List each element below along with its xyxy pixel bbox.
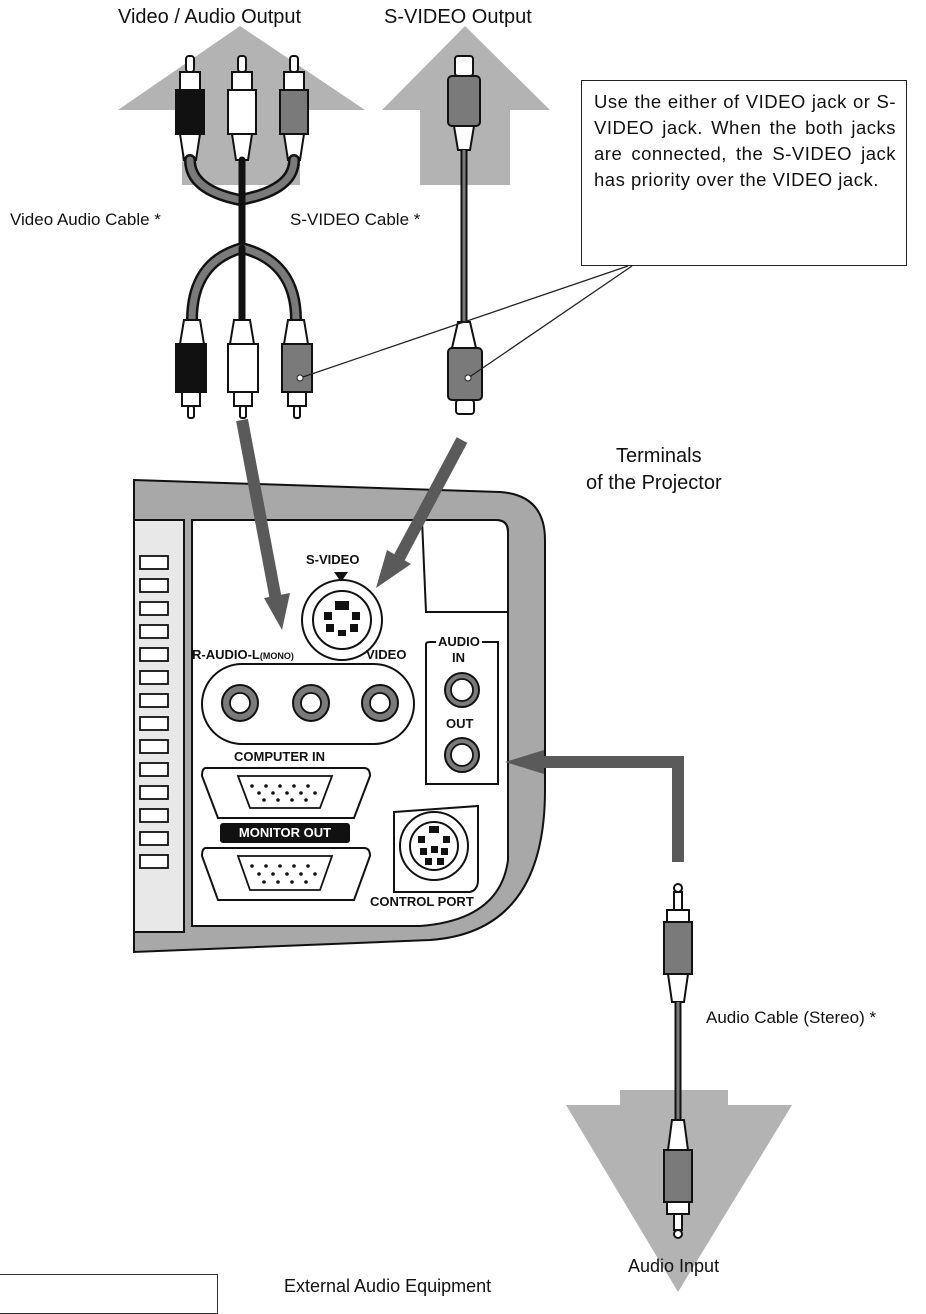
computer-in-label: COMPUTER IN xyxy=(234,749,325,764)
video-jack-label: VIDEO xyxy=(366,647,407,662)
audio-cable-label: Audio Cable (Stereo) * xyxy=(706,1008,877,1027)
mono-text: (MONO) xyxy=(259,651,294,661)
svideo-cable xyxy=(447,55,483,415)
svideo-jack xyxy=(301,572,383,661)
svideo-jack-label: S-VIDEO xyxy=(306,552,360,567)
rca-plug-bottom-center xyxy=(227,319,259,419)
external-audio-equipment-label: External Audio Equipment xyxy=(284,1276,492,1296)
video-audio-output-label: Video / Audio Output xyxy=(118,6,302,28)
vent-slots xyxy=(139,555,169,869)
svideo-output-label: S-VIDEO Output xyxy=(384,6,532,28)
r-audio-l-text: R-AUDIO-L xyxy=(192,647,260,662)
audio-connect-arrow xyxy=(505,750,684,862)
callout-line-1 xyxy=(299,265,629,379)
svideo-cable-label: S-VIDEO Cable * xyxy=(290,210,421,229)
audio-in-label: IN xyxy=(452,650,465,665)
external-equipment-box xyxy=(0,1274,218,1314)
r-audio-l-label: R-AUDIO-L(MONO) xyxy=(192,647,294,662)
rca-jack-group xyxy=(201,663,415,745)
audio-input-label: Audio Input xyxy=(628,1256,720,1276)
control-port-label: CONTROL PORT xyxy=(370,894,474,909)
callout-box: Use the either of VIDEO jack or S-VIDEO … xyxy=(581,80,907,266)
callout-line-2 xyxy=(467,265,633,379)
computer-in-port xyxy=(200,767,372,819)
terminals-label: Terminals xyxy=(616,445,702,467)
video-audio-cable-label: Video Audio Cable * xyxy=(10,210,161,229)
monitor-out-label: MONITOR OUT xyxy=(220,823,350,843)
monitor-out-port xyxy=(200,847,372,901)
video-audio-cable xyxy=(184,154,302,326)
of-the-projector-label: of the Projector xyxy=(586,472,722,494)
rca-plug-top-left xyxy=(175,55,205,161)
video-connect-arrow xyxy=(236,418,290,630)
svideo-connect-arrow xyxy=(376,437,468,588)
rca-plug-bottom-left xyxy=(175,319,207,419)
rca-plug-top-center xyxy=(227,55,257,161)
audio-jack-group xyxy=(425,641,499,785)
rca-plug-bottom-right xyxy=(281,319,313,419)
audio-label: AUDIO xyxy=(436,634,482,649)
audio-out-label: OUT xyxy=(446,716,474,731)
audio-stereo-cable xyxy=(663,883,693,1239)
control-port xyxy=(393,804,479,893)
